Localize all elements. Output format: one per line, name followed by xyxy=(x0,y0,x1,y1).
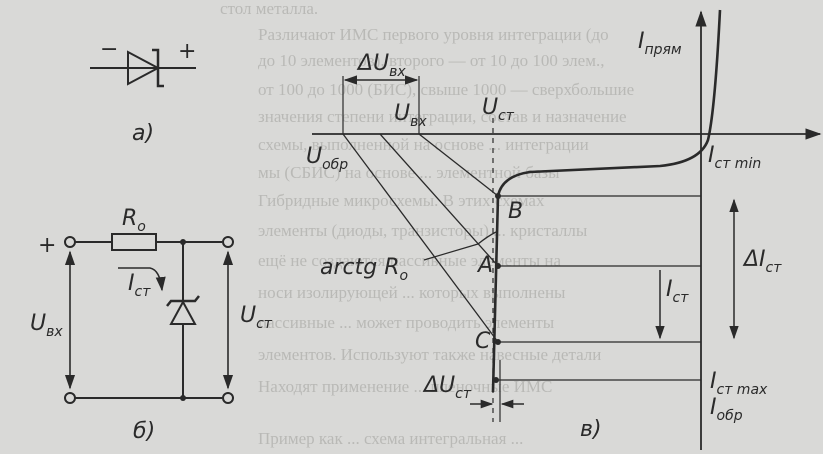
resistor-r0 xyxy=(111,233,157,251)
bg-line-13: Находят применение ... пленочные ИМС xyxy=(258,377,552,396)
bg-line-8: элементы (диоды, транзисторы) ... криста… xyxy=(258,221,588,240)
i-st-min-label-sub: ст min xyxy=(715,156,762,172)
u-st-v-label: Uст xyxy=(482,95,515,124)
delta-u-st-label-main: ΔU xyxy=(422,373,455,398)
delta-i-st-label: ΔIст xyxy=(742,247,782,276)
u-in-label-sub: вх xyxy=(46,324,63,340)
point-a-label: A xyxy=(476,253,493,278)
point-c-dot xyxy=(495,339,501,345)
u-st-label: Uст xyxy=(240,303,273,332)
u-in-label: Uвх xyxy=(30,311,63,340)
delta-u-st-label-sub: ст xyxy=(455,386,472,402)
arctg-label: arctg Ro xyxy=(320,255,408,284)
delta-i-st-label-sub: ст xyxy=(766,260,783,276)
i-fwd-label-sub: прям xyxy=(645,42,682,58)
i-rev-label-sub: обр xyxy=(717,408,743,424)
u-rev-label: Uобр xyxy=(306,144,348,173)
diagram-b-circuit: + Ro Uвх Iст Uст б) xyxy=(30,206,273,444)
point-c-label: C xyxy=(475,329,491,354)
delta-i-st-label-main: ΔI xyxy=(742,247,766,272)
bg-line-0: стол металла. xyxy=(220,0,318,18)
terminal-in-bottom xyxy=(64,392,76,404)
zener-triangle xyxy=(169,299,197,325)
bg-line-10: носи изолирующей ... которых выполнены xyxy=(258,283,566,302)
i-st-arrow xyxy=(118,267,166,292)
i-rev-label-main: I xyxy=(710,395,717,420)
delta-u-in-label-sub: вх xyxy=(389,64,406,80)
u-rev-label-main: U xyxy=(306,144,322,169)
point-a-dot xyxy=(495,263,501,269)
r0-label-main: R xyxy=(122,206,137,231)
bg-line-7: Гибридные микросхемы. В этих схемах xyxy=(258,191,545,210)
caption-v: в) xyxy=(580,417,602,442)
i-st-v-label-main: I xyxy=(666,277,673,302)
diagram-a-zener-symbol: − + а) xyxy=(90,37,196,146)
u-in-v-label-main: U xyxy=(394,101,410,126)
i-rev-label: Iобр xyxy=(710,395,743,424)
bg-line-3: от 100 до 1000 (БИС), свыше 1000 — сверх… xyxy=(258,80,634,99)
i-fwd-label-main: I xyxy=(638,29,645,54)
zener-bar-b xyxy=(166,295,200,307)
u-in-v-label: Uвх xyxy=(394,101,427,130)
diode-triangle xyxy=(127,50,161,86)
arctg-leader xyxy=(423,243,479,261)
i-st-v-label: Iст xyxy=(666,277,689,306)
u-st-v-label-main: U xyxy=(482,95,498,120)
bg-line-2: до 10 элементов), второго — от 10 до 100… xyxy=(258,51,604,70)
diode-plus-label: + xyxy=(178,39,196,64)
terminal-out-bottom xyxy=(222,392,234,404)
diagram-v-characteristic: ΔUвх Uвх Uст Uобр Iпрям Iст min B A C ar… xyxy=(306,9,822,450)
r0-label-sub: o xyxy=(137,219,146,235)
bg-line-4: значения степени интеграции, состав и на… xyxy=(258,107,627,126)
terminal-out-top xyxy=(222,236,234,248)
i-st-max-label-sub: ст max xyxy=(717,382,769,398)
arctg-label-sub: o xyxy=(400,268,409,284)
bg-line-14: Пример как ... схема интегральная ... xyxy=(258,429,523,448)
u-in-label-main: U xyxy=(30,311,46,336)
u-rev-label-sub: обр xyxy=(322,157,348,173)
load-line-1 xyxy=(342,133,499,343)
diode-minus-label: − xyxy=(100,37,118,62)
load-line-3 xyxy=(418,133,499,197)
delta-u-st-label: ΔUст xyxy=(422,373,472,402)
i-st-min-label: Iст min xyxy=(708,143,761,172)
zener-bar xyxy=(152,48,164,88)
i-fwd-label: Iпрям xyxy=(638,29,682,58)
i-st-label: Iст xyxy=(128,271,151,300)
u-st-label-sub: ст xyxy=(256,316,273,332)
caption-a: а) xyxy=(132,121,154,146)
circuit-plus-label: + xyxy=(38,233,56,258)
i-st-min-label-main: I xyxy=(708,143,715,168)
arctg-label-main: arctg R xyxy=(320,255,400,280)
i-st-max-label-main: I xyxy=(710,369,717,394)
bg-line-6: мы (СБИС) на основе ... элементной базы xyxy=(258,163,560,182)
background-page-text: стол металла. Различают ИМС первого уров… xyxy=(220,0,634,448)
bg-line-1: Различают ИМС первого уровня интеграции … xyxy=(258,25,609,44)
u-st-label-main: U xyxy=(240,303,256,328)
i-st-max-label: Iст max xyxy=(710,369,768,398)
bg-line-11: пассивные ... может проводить элементы xyxy=(258,313,555,332)
bg-line-9: ещё не создаются пассивные элементы на xyxy=(258,251,561,270)
caption-b: б) xyxy=(133,419,155,444)
delta-u-in-label-main: ΔU xyxy=(356,51,389,76)
point-b-label: B xyxy=(508,199,523,224)
r0-label: Ro xyxy=(122,206,146,235)
i-st-label-main: I xyxy=(128,271,135,296)
bg-line-5: схемы, выполненной на основе ... интегра… xyxy=(258,135,589,154)
terminal-in-top xyxy=(64,236,76,248)
vi-curve xyxy=(491,9,722,393)
angle-arc xyxy=(477,231,497,245)
delta-u-in-label: ΔUвх xyxy=(356,51,406,80)
i-st-v-label-sub: ст xyxy=(673,290,690,306)
point-i-st-max xyxy=(493,377,499,383)
u-in-v-label-sub: вх xyxy=(410,114,427,130)
u-st-v-label-sub: ст xyxy=(498,108,515,124)
i-st-label-sub: ст xyxy=(135,284,152,300)
bg-line-12: элементов. Используют также навесные дет… xyxy=(258,345,601,364)
point-i-st-min xyxy=(495,193,501,199)
